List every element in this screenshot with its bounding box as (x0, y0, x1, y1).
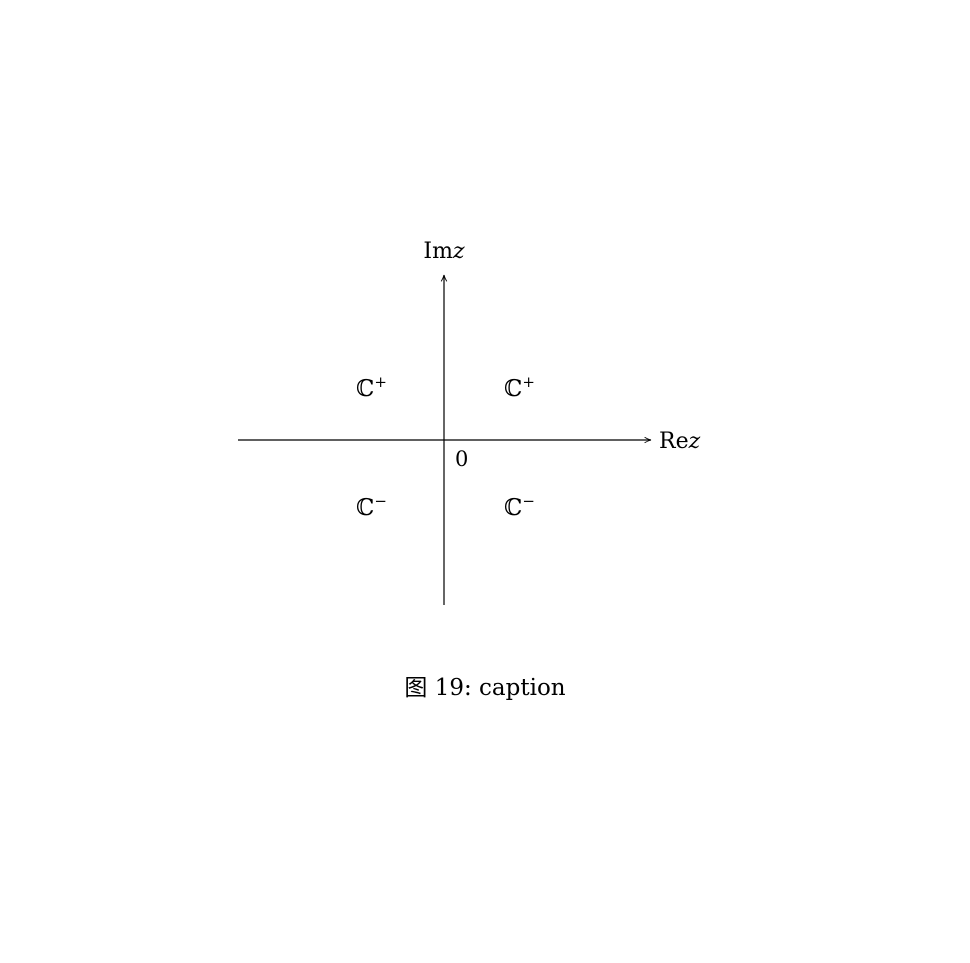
quadrant-upper-left-label: ℂ+ (356, 373, 387, 402)
quadrant-lower-left-sup: − (374, 492, 387, 510)
quadrant-lower-right-label: ℂ− (504, 492, 535, 521)
quadrant-upper-left-base: ℂ (356, 376, 374, 402)
figure-caption: 图 19: caption (404, 675, 566, 701)
imaginary-axis-label-var: z (452, 239, 465, 264)
origin-label: 0 (455, 447, 468, 471)
real-axis-label-prefix: Re (659, 429, 689, 454)
real-axis-label-var: z (688, 429, 701, 454)
quadrant-lower-left-base: ℂ (356, 495, 374, 521)
quadrant-lower-right-sup: − (522, 492, 535, 510)
imaginary-axis-label: Imz (423, 239, 465, 264)
quadrant-lower-left-label: ℂ− (356, 492, 387, 521)
imaginary-axis-label-prefix: Im (423, 239, 453, 264)
quadrant-lower-right-base: ℂ (504, 495, 522, 521)
quadrant-upper-left-sup: + (374, 373, 387, 391)
quadrant-upper-right-label: ℂ+ (504, 373, 535, 402)
real-axis-label: Rez (659, 429, 701, 454)
quadrant-upper-right-base: ℂ (504, 376, 522, 402)
quadrant-upper-right-sup: + (522, 373, 535, 391)
